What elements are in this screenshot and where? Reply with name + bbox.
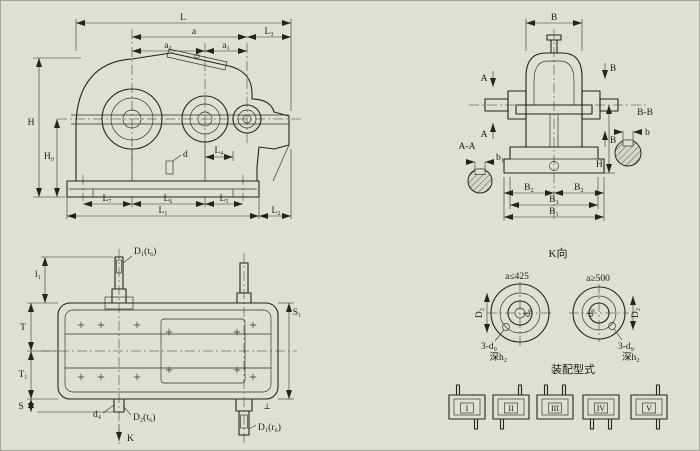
assembly-type-label: II (508, 404, 514, 413)
dim-label-L: L (180, 13, 186, 23)
plan-view-body (57, 302, 279, 400)
view-arrow-label-K: K (127, 434, 134, 444)
foundation-bolt-hole (549, 161, 559, 171)
output-shaft-bottom (235, 398, 253, 436)
section-detail-AA (466, 159, 494, 194)
input-shaft-top (104, 256, 134, 310)
intermediate-shaft-top (236, 262, 252, 304)
dim-label-D1-bottom: D₁(r₆) (258, 422, 281, 433)
section-detail-BB (614, 129, 642, 167)
section-arrow-label-B-top: B (610, 64, 616, 74)
section-title-AA: A-A (459, 142, 476, 152)
depth-callout-left: 深h₂ (489, 352, 507, 363)
cover-knob (194, 53, 200, 59)
dim-label-L2: L₂ (271, 206, 280, 216)
split-flange (515, 104, 593, 115)
dim-label-b: b (645, 128, 650, 138)
side-view-dimensions (33, 19, 292, 219)
dim-label-H: H (28, 118, 35, 128)
dim-label-a1: a₁ (222, 41, 230, 51)
end-view-centerlines (469, 29, 649, 221)
k-view-right-flange: a≥500 D₂ d₈ 3-d₉ 深h₂ (569, 274, 641, 363)
left-shaft-end (484, 98, 509, 112)
dim-label-d: d (183, 150, 188, 160)
dim-label-d8-right: d₈ (586, 309, 596, 317)
bearing-bore-middle (181, 95, 229, 143)
section-arrow-label-B-bottom: B (610, 136, 616, 146)
section-title-BB: B-B (637, 108, 653, 118)
assembly-title: 装配型式 (551, 362, 595, 376)
dim-label-d8-left: d₈ (523, 309, 533, 317)
dim-label-L4: L₄ (214, 146, 223, 156)
hole-callout-left: 3-d₉ (481, 342, 497, 352)
dim-label-B2-right: B₂ (574, 183, 584, 193)
plan-view-dimensions (27, 255, 294, 441)
assembly-type-label: IV (597, 404, 606, 413)
dim-label-D2-bottom: D₂(t₆) (133, 412, 155, 423)
assembly-type-label: III (551, 404, 559, 413)
oil-drain-stud (165, 160, 174, 175)
dim-label-S: S (18, 402, 23, 412)
side-view: L a a₂ a₁ L₃ H H₀ d L₄ L₇ L₆ L₅ L₁ L₂ (28, 13, 301, 219)
k-view-left-flange: a≤425 D₂ d₈ 3-d₉ 深h₂ (475, 272, 553, 363)
bolt-hole (608, 322, 616, 330)
section-arrow-label-A-top: A (481, 74, 488, 84)
section-arrow-label-A-bottom: A (481, 130, 488, 140)
bearing-bore-large (101, 88, 163, 150)
k-view-title: K向 (549, 246, 568, 260)
assembly-types: 装配型式 I II III (448, 362, 668, 430)
keyway (116, 259, 122, 274)
end-view: B A A B B B-B b A-A b₁ H₁ B₂ B₂ B₃ B₁ (459, 13, 653, 221)
hole-callout-right: 3-d₉ (618, 342, 634, 352)
assembly-type-label: I (466, 404, 469, 413)
dim-label-L6: L₆ (163, 194, 172, 204)
assembly-type-3: III (536, 384, 574, 420)
dim-label-L1: L₁ (158, 206, 167, 216)
end-view-housing (484, 34, 619, 174)
bottom-shaft-stub (113, 398, 125, 413)
dim-label-B3: B₃ (549, 195, 559, 205)
dim-label-B: B (551, 13, 557, 23)
plan-view-centerlines (41, 249, 297, 445)
assembly-type-1: I (448, 384, 486, 430)
dim-label-L5: L₅ (219, 194, 228, 204)
assembly-type-2: II (492, 384, 530, 430)
dim-label-L7: L₇ (102, 194, 111, 204)
dim-label-D2-left: D₂ (475, 308, 485, 318)
dim-label-T: T (20, 323, 26, 333)
dim-label-S1: S₁ (293, 308, 302, 318)
dim-label-H1: H₁ (596, 160, 606, 170)
dim-label-l1: l₁ (35, 270, 41, 280)
dim-label-T1: T₁ (18, 370, 27, 380)
dim-label-a2: a₂ (164, 41, 172, 51)
side-view-housing (66, 48, 290, 198)
assembly-type-4: IV (582, 394, 620, 430)
dim-label-H0: H₀ (44, 152, 54, 162)
assembly-type-label: V (646, 404, 652, 413)
condition-label-left: a≤425 (505, 272, 529, 282)
keyway (240, 414, 248, 429)
condition-label-right: a≥500 (586, 274, 610, 284)
dim-label-a: a (192, 27, 197, 37)
assembly-type-5: V (630, 384, 668, 430)
dim-label-d4: d₄ (93, 410, 101, 420)
dim-label-D1-top: D₁(t₆) (134, 246, 156, 257)
inner-compartment (160, 318, 246, 384)
dim-label-L3: L₃ (264, 27, 273, 37)
k-direction-view: K向 a≤425 D₂ d₈ 3-d₉ 深h₂ a≥50 (475, 246, 641, 363)
bearing-bore-small (232, 104, 262, 134)
dim-label-b1: b₁ (496, 153, 504, 163)
bolt-hole (502, 323, 510, 331)
depth-callout-right: 深h₂ (622, 352, 640, 363)
end-view-dimensions (503, 19, 615, 221)
perpendicularity-mark: ⊥ (263, 402, 271, 411)
dim-label-D2-right: D₂ (631, 308, 641, 318)
dim-label-B1: B₁ (549, 207, 559, 217)
plan-view: D₁(t₆) l₁ T T₁ S S₁ d₄ D₂(t₆) D₁(r₆) K ⊥ (18, 246, 301, 445)
dim-label-B2-left: B₂ (524, 183, 534, 193)
section-marks (490, 63, 608, 147)
